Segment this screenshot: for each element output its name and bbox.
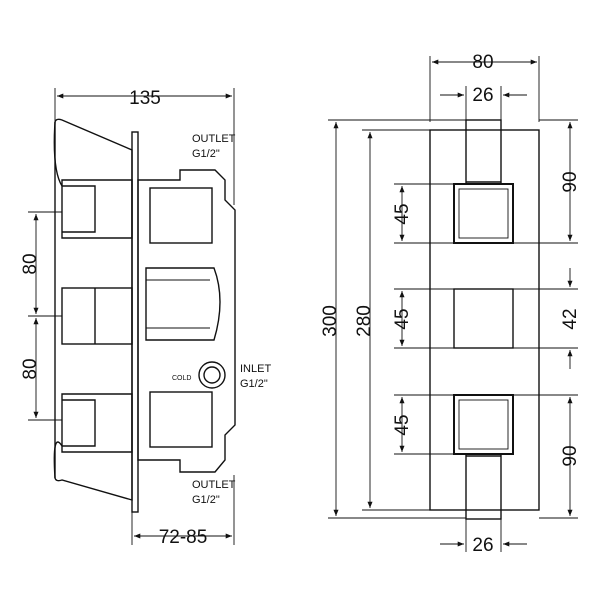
dim-knob-top-label: 45 [392, 203, 413, 224]
dim-side-depth: 72-85 [131, 475, 235, 548]
front-knob-bottom [453, 394, 514, 455]
dim-knob-heights: 45 45 45 [392, 183, 454, 455]
front-lever-bottom [465, 453, 502, 520]
side-handle-top [53, 121, 133, 239]
dim-middle-label: 42 [560, 308, 581, 329]
inlet-label: INLET [240, 363, 271, 375]
dim-spacing-lower-label: 80 [20, 358, 41, 379]
dim-spacing-upper-label: 80 [20, 253, 41, 274]
dim-top-offset-label: 90 [560, 171, 581, 192]
dim-side-spacing: 80 80 [20, 211, 62, 421]
dim-side-width: 135 [54, 88, 235, 205]
side-handle-bottom [53, 393, 133, 479]
dim-overall-height: 300 [320, 119, 466, 519]
side-valve-body [137, 169, 236, 473]
outlet-bottom-size: G1/2" [192, 494, 220, 506]
dim-knob-bottom-label: 45 [392, 414, 413, 435]
dim-overall-height-label: 300 [320, 305, 341, 337]
dim-right-side: 90 42 90 [513, 119, 581, 519]
inlet-size: G1/2" [240, 378, 268, 390]
outlet-top-label: OUTLET [192, 133, 236, 145]
dim-side-width-label: 135 [129, 88, 161, 109]
cold-label: COLD [172, 375, 191, 382]
dim-side-depth-label: 72-85 [159, 527, 208, 548]
outlet-top-size: G1/2" [192, 148, 220, 160]
dim-bottom-offset-label: 90 [560, 445, 581, 466]
dim-bottom-lever-label: 26 [472, 535, 493, 556]
dim-top-lever: 26 [440, 85, 527, 120]
dim-front-width-label: 80 [472, 52, 493, 73]
dim-inner-height: 280 [354, 129, 430, 511]
dim-front-width: 80 [429, 52, 540, 122]
outlet-bottom-label: OUTLET [192, 479, 236, 491]
side-view: 135 80 80 [20, 88, 271, 548]
dim-bottom-lever: 26 [440, 519, 527, 556]
dim-inner-height-label: 280 [354, 305, 375, 337]
front-view: 80 26 [320, 52, 581, 556]
front-knob-top [453, 183, 514, 244]
side-handle-middle [61, 287, 133, 345]
dim-knob-middle-label: 45 [392, 308, 413, 329]
dim-top-lever-label: 26 [472, 85, 493, 106]
front-knob-middle [453, 288, 514, 349]
front-faceplate [429, 129, 540, 511]
side-wall-plate [54, 118, 139, 513]
